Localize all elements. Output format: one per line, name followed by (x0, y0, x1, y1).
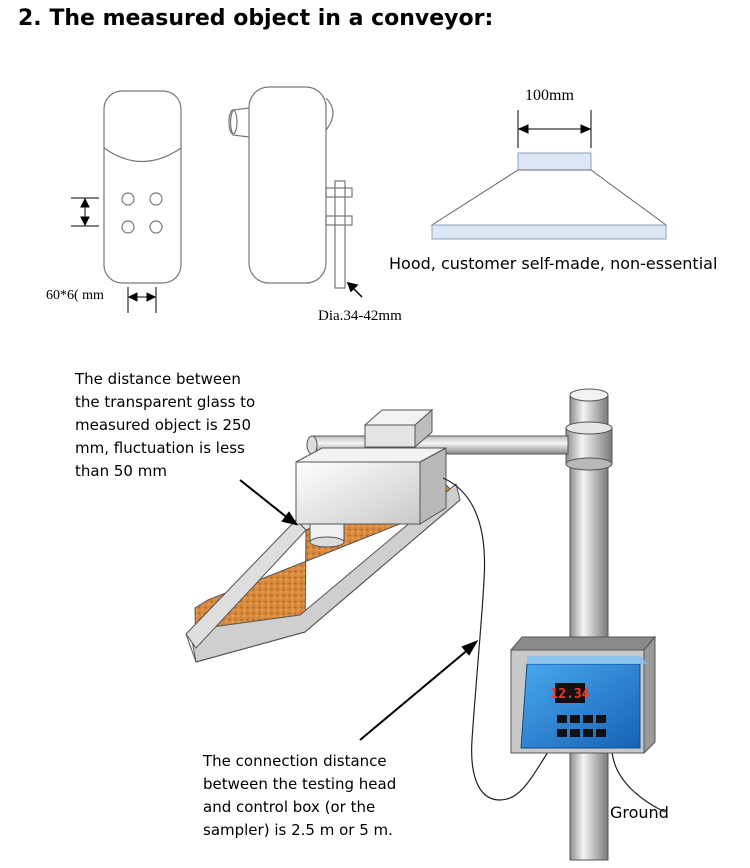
distance-pointer-arrow (239, 479, 299, 526)
cable (442, 477, 666, 813)
connection-pointer-arrow (359, 640, 479, 741)
hood-width-arrow (517, 110, 592, 148)
hood-width-label: 100mm (525, 87, 574, 104)
diameter-pointer-arrow (346, 281, 363, 298)
control-keypad (557, 715, 606, 737)
sensor-front-view (103, 90, 182, 284)
display-reading: 12.34 (550, 687, 589, 702)
ground-label: Ground (610, 803, 669, 822)
vertical-dimension-arrow (71, 197, 99, 227)
distance-note: The distance between the transparent gla… (75, 370, 256, 480)
control-box (509, 635, 657, 755)
testing-head (295, 447, 447, 548)
connection-note: The connection distance between the test… (203, 752, 397, 839)
pole (565, 388, 613, 861)
horizontal-dimension-arrow (127, 287, 157, 313)
hood-caption: Hood, customer self-made, non-essential (389, 254, 718, 273)
left-dimension-label: 60*6( mm (46, 288, 104, 303)
section-title: 2. The measured object in a conveyor: (18, 6, 494, 31)
diameter-label: Dia.34-42mm (318, 308, 402, 324)
hood-drawing (430, 152, 668, 240)
sensor-side-view (228, 86, 353, 289)
